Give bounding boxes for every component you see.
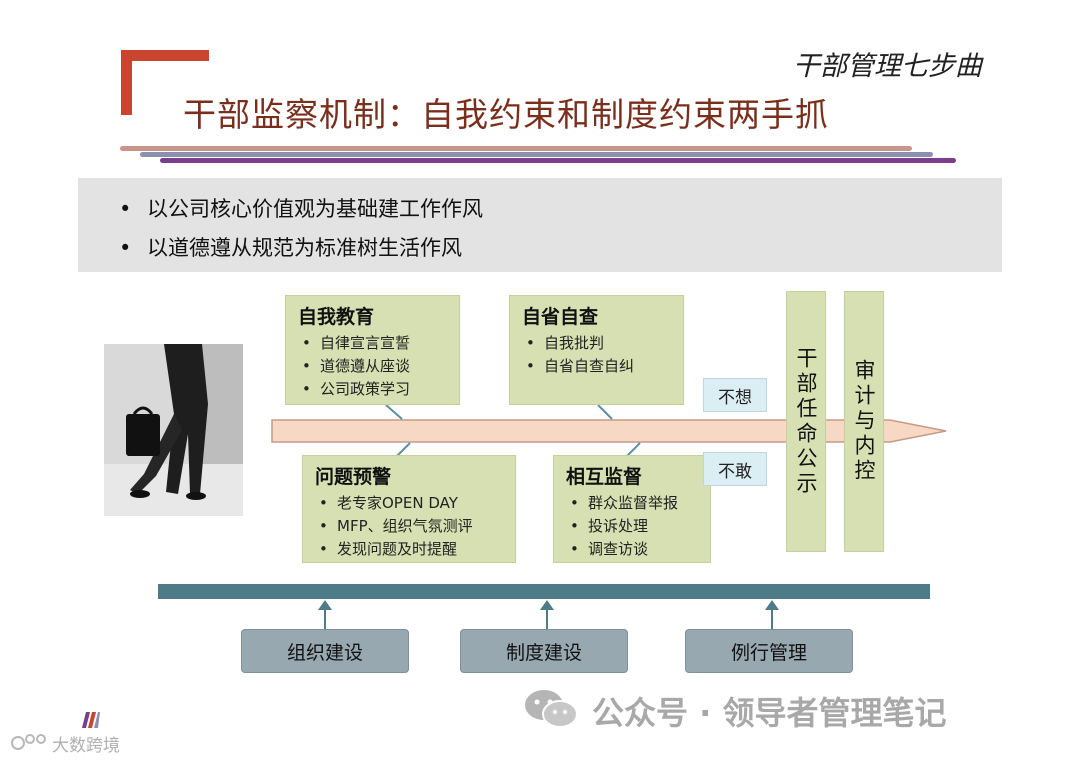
- self-education-item: 道德遵从座谈: [302, 355, 459, 378]
- mutual-supervision-item: 投诉处理: [570, 515, 710, 538]
- wechat-icon: [525, 690, 578, 728]
- mutual-supervision-title: 相互监督: [566, 466, 643, 488]
- title-underline-1: [120, 146, 912, 151]
- problem-warning-title: 问题预警: [315, 466, 392, 488]
- foundation-organization: 组织建设: [241, 629, 409, 673]
- self-reflection-item: 自省自查自纠: [526, 355, 683, 378]
- page-title: 干部监察机制：自我约束和制度约束两手抓: [183, 95, 829, 134]
- self-education-box: 自我教育 自律宣言宣誓 道德遵从座谈 公司政策学习: [285, 295, 460, 405]
- title-underline-2: [140, 152, 933, 157]
- title-underline-3: [160, 158, 956, 163]
- audit-control-label: 审计与内控: [852, 359, 876, 484]
- foundation-routine: 例行管理: [685, 629, 853, 673]
- foundation-system: 制度建设: [460, 629, 628, 673]
- not-dare-tag: 不敢: [703, 452, 767, 486]
- self-reflection-box: 自省自查 自我批判 自省自查自纠: [509, 295, 684, 405]
- up-arrow-icon: [765, 600, 779, 630]
- title-corner-bracket-top: [121, 50, 209, 61]
- up-arrow-icon: [318, 600, 332, 630]
- not-want-tag: 不想: [703, 378, 767, 412]
- brand-logo-icon: [11, 734, 46, 750]
- section-subtitle: 干部管理七步曲: [793, 51, 982, 82]
- problem-warning-item: 老专家OPEN DAY: [319, 492, 515, 515]
- problem-warning-item: 发现问题及时提醒: [319, 538, 515, 561]
- principle-bullet: •以道德遵从规范为标准树生活作风: [119, 236, 462, 260]
- problem-warning-box: 问题预警 老专家OPEN DAY MFP、组织气氛测评 发现问题及时提醒: [302, 455, 516, 563]
- mutual-supervision-item: 群众监督举报: [570, 492, 710, 515]
- self-education-item: 公司政策学习: [302, 378, 459, 401]
- self-education-title: 自我教育: [298, 306, 375, 328]
- watermark-text: 公众号 · 领导者管理笔记: [592, 694, 947, 732]
- self-reflection-item: 自我批判: [526, 332, 683, 355]
- problem-warning-item: MFP、组织气氛测评: [319, 515, 515, 538]
- self-education-item: 自律宣言宣誓: [302, 332, 459, 355]
- title-corner-bracket-left: [121, 50, 132, 115]
- principles-band: [78, 178, 1002, 272]
- appointment-publicity-box: 干部任命公示: [786, 291, 826, 552]
- principle-bullet: •以公司核心价值观为基础建工作作风: [119, 197, 483, 221]
- up-arrow-icon: [540, 600, 554, 630]
- mutual-supervision-item: 调查访谈: [570, 538, 710, 561]
- businessman-photo: [104, 344, 243, 516]
- mutual-supervision-box: 相互监督 群众监督举报 投诉处理 调查访谈: [553, 455, 711, 563]
- foundation-platform: [158, 584, 930, 599]
- appointment-publicity-label: 干部任命公示: [794, 346, 818, 497]
- brand-name: 大数跨境: [52, 736, 120, 756]
- audit-control-box: 审计与内控: [844, 291, 884, 552]
- self-reflection-title: 自省自查: [522, 306, 599, 328]
- brand-stripes-icon: [82, 712, 100, 728]
- businessman-illustration: [104, 344, 243, 516]
